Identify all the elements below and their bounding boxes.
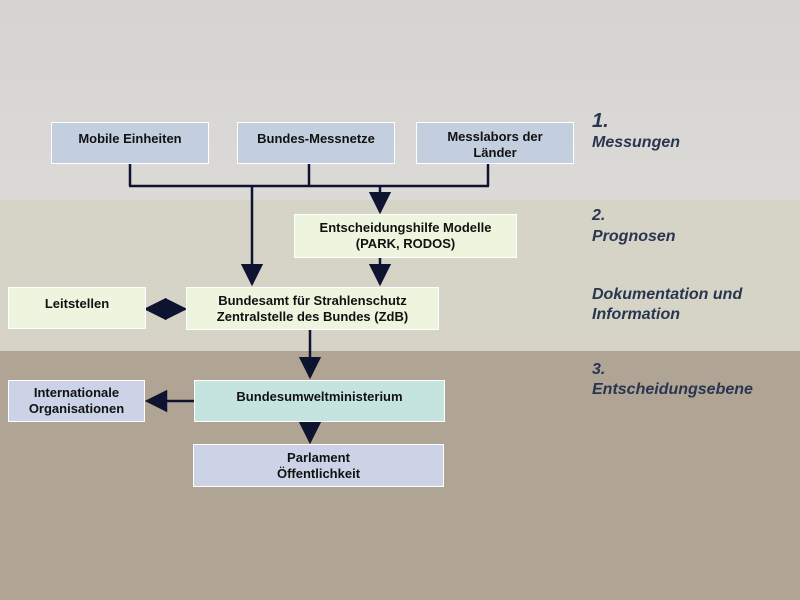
stage-2-label: Prognosen xyxy=(592,228,676,245)
box-bundesamt-strahlenschutz-label: Bundesamt für Strahlenschutz Zentralstel… xyxy=(216,292,409,324)
box-bundesumweltministerium-label: Bundesumweltministerium xyxy=(236,389,403,404)
stage-3-number: 3. xyxy=(592,361,606,378)
box-bundes-messnetze: Bundes-Messnetze xyxy=(237,122,395,164)
stage-2-number: 2. xyxy=(592,207,606,224)
box-entscheidungshilfe: Entscheidungshilfe Modelle (PARK, RODOS) xyxy=(294,214,517,258)
box-mobile-einheiten: Mobile Einheiten xyxy=(51,122,209,164)
box-bundes-messnetze-label: Bundes-Messnetze xyxy=(257,131,375,146)
stage-2b-label: Dokumentation und Information xyxy=(592,286,743,323)
box-leitstellen-label: Leitstellen xyxy=(44,296,110,311)
box-leitstellen: Leitstellen xyxy=(8,287,146,329)
box-entscheidungshilfe-label: Entscheidungshilfe Modelle (PARK, RODOS) xyxy=(319,220,492,251)
stage-1-label: Messungen xyxy=(592,134,681,151)
box-bundesumweltministerium: Bundesumweltministerium xyxy=(194,380,445,422)
stage-3-label: Entscheidungsebene xyxy=(592,381,753,398)
stage-1-number: 1. xyxy=(592,110,609,132)
box-internationale-organisationen: Internationale Organisationen xyxy=(8,380,145,422)
box-messlabors: Messlabors der Länder xyxy=(416,122,574,164)
box-parlament: Parlament Öffentlichkeit xyxy=(193,444,444,487)
box-mobile-einheiten-label: Mobile Einheiten xyxy=(78,131,182,146)
box-parlament-label: Parlament Öffentlichkeit xyxy=(276,449,361,481)
box-bundesamt-strahlenschutz: Bundesamt für Strahlenschutz Zentralstel… xyxy=(186,287,439,330)
box-messlabors-label: Messlabors der Länder xyxy=(447,129,543,160)
box-internationale-organisationen-label: Internationale Organisationen xyxy=(28,385,125,416)
band-messungen xyxy=(0,0,800,200)
